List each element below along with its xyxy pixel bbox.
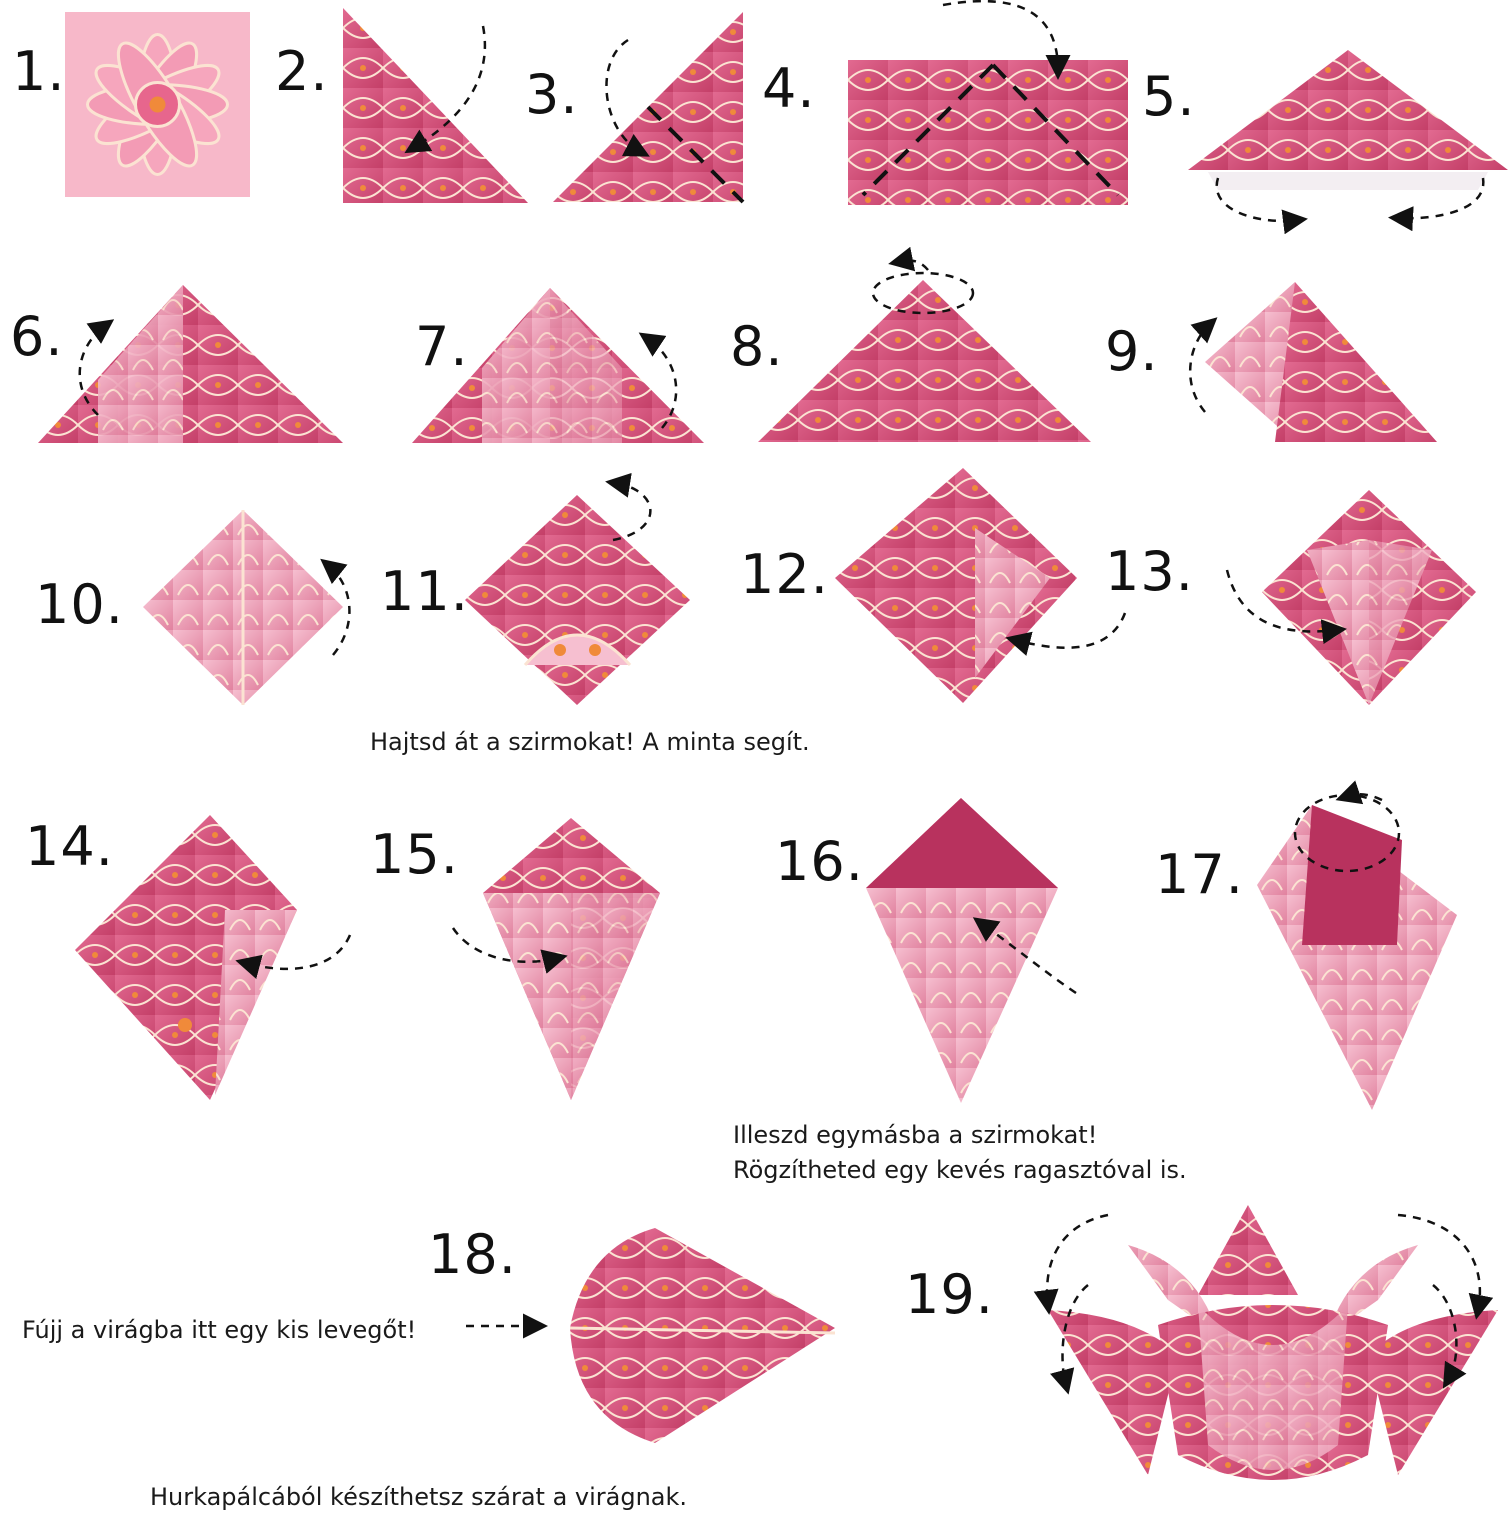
caption-fold-petals: Hajtsd át a szirmokat! A minta segít. [370,725,810,760]
triangle-base-illustration [758,280,1091,442]
triangle-base-illustration [412,288,704,443]
step-number: 2. [275,45,329,99]
step-number: 1. [12,45,66,99]
step-number: 11. [380,565,469,619]
step-number: 12. [740,548,829,602]
caption-glue: Rögzítheted egy kevés ragasztóval is. [733,1153,1187,1188]
tulip-illustration [1048,1205,1498,1500]
rectangle-fold-illustration [848,60,1128,205]
step-number: 10. [35,578,124,632]
step-number: 13. [1105,545,1194,599]
triangle-base-illustration [1188,50,1508,220]
diamond-half-illustration [1205,282,1437,442]
inflated-bud-illustration [565,1228,835,1448]
step-number: 4. [762,62,816,116]
step-number: 18. [428,1228,517,1282]
caption-blow-air: Fújj a virágba itt egy kis levegőt! [22,1313,416,1348]
square-paper-illustration [65,12,250,197]
diamond-illustration [835,468,1077,703]
caption-stem: Hurkapálcából készíthetsz szárat a virág… [150,1480,687,1515]
caption-insert-petals: Illeszd egymásba a szirmokat! [733,1118,1097,1153]
open-cone-illustration [866,798,1058,1103]
open-cone-illustration [1257,805,1457,1110]
kite-illustration [483,818,660,1100]
step-number: 19. [905,1268,994,1322]
diamond-illustration [1262,490,1476,705]
triangle-fold-illustration [553,12,743,202]
kite-illustration [75,815,297,1100]
triangle-base-illustration [38,285,343,443]
diamond-illustration [465,495,690,705]
step-number: 17. [1155,848,1244,902]
triangle-fold-illustration [343,8,528,203]
step-number: 9. [1105,325,1159,379]
blow-arrow-icon [464,1316,554,1336]
diamond-illustration [143,510,343,705]
step-number: 16. [775,835,864,889]
step-number: 15. [370,828,459,882]
